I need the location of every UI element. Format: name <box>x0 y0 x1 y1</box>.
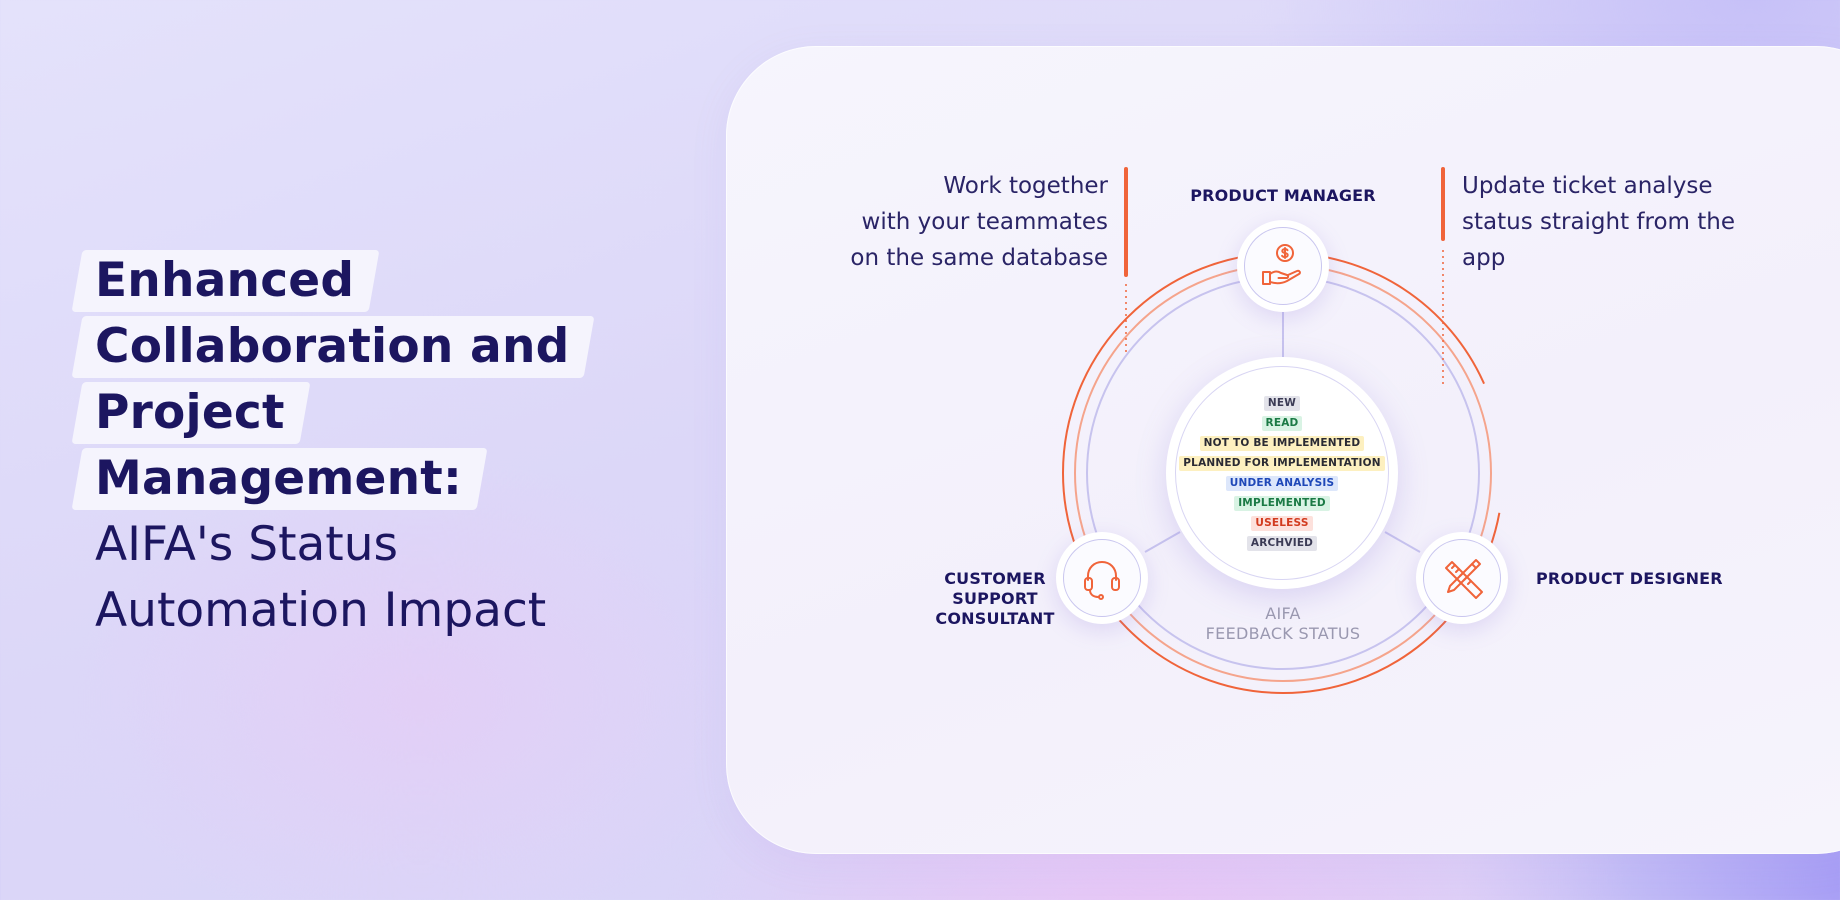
role-label-top: PRODUCT MANAGER <box>1190 186 1376 205</box>
connector-left <box>1144 531 1181 553</box>
left-callout-bar <box>1124 167 1128 277</box>
status-chip-useless: USELESS <box>1251 516 1313 531</box>
right-callout-line-3: app <box>1462 245 1506 271</box>
role-label-left-line-1: CUSTOMER <box>944 569 1046 588</box>
headline-line-3: Project <box>95 380 303 446</box>
role-label-left-line-3: CONSULTANT <box>935 609 1055 628</box>
right-callout-line-2: status straight from the <box>1462 209 1736 235</box>
status-chip-new: NEW <box>1263 396 1301 411</box>
pencil-ruler-icon <box>1445 559 1483 599</box>
headline-line-4: Management: <box>95 446 480 512</box>
headline-block: Enhanced Collaboration and Project Manag… <box>95 248 655 644</box>
right-callout-bar <box>1441 167 1445 241</box>
status-chip-archived: ARCHVIED <box>1246 536 1318 551</box>
role-label-left: CUSTOMER SUPPORT CONSULTANT <box>915 569 1075 629</box>
headline-line-1: Enhanced <box>95 248 372 314</box>
left-callout-line-3: on the same database <box>850 245 1108 271</box>
hub-caption-line-2: FEEDBACK STATUS <box>1205 624 1361 643</box>
hub-caption: AIFA FEEDBACK STATUS <box>1183 604 1383 644</box>
status-list: NEW READ NOT TO BE IMPLEMENTED PLANNED F… <box>1166 391 1398 551</box>
status-hub: NEW READ NOT TO BE IMPLEMENTED PLANNED F… <box>1166 357 1398 589</box>
status-chip-implemented: IMPLEMENTED <box>1234 496 1330 511</box>
connector-right <box>1384 531 1421 553</box>
left-callout-line-1: Work together <box>943 173 1108 199</box>
status-chip-planned-for-implementation: PLANNED FOR IMPLEMENTATION <box>1179 456 1385 471</box>
status-chip-under-analysis: UNDER ANALYSIS <box>1225 476 1339 491</box>
role-label-right: PRODUCT DESIGNER <box>1536 569 1723 588</box>
headset-icon <box>1084 561 1120 600</box>
headline-line-2: Collaboration and <box>95 314 587 380</box>
node-customer-support <box>1056 532 1148 624</box>
right-callout-text: Update ticket analyse status straight fr… <box>1462 168 1782 276</box>
hub-caption-line-1: AIFA <box>1265 604 1301 623</box>
role-label-left-line-2: SUPPORT <box>952 589 1038 608</box>
right-callout-line-1: Update ticket analyse <box>1462 173 1713 199</box>
node-product-designer <box>1416 532 1508 624</box>
hand-coin-icon <box>1262 244 1301 285</box>
subheadline-line-2: Automation Impact <box>95 583 547 638</box>
node-product-manager <box>1237 220 1329 312</box>
left-callout-line-2: with your teammates <box>861 209 1108 235</box>
status-chip-not-to-be-implemented: NOT TO BE IMPLEMENTED <box>1199 436 1365 451</box>
left-callout-text: Work together with your teammates on the… <box>790 168 1108 276</box>
status-chip-read: READ <box>1261 416 1303 431</box>
subheadline-line-1: AIFA's Status <box>95 517 398 572</box>
